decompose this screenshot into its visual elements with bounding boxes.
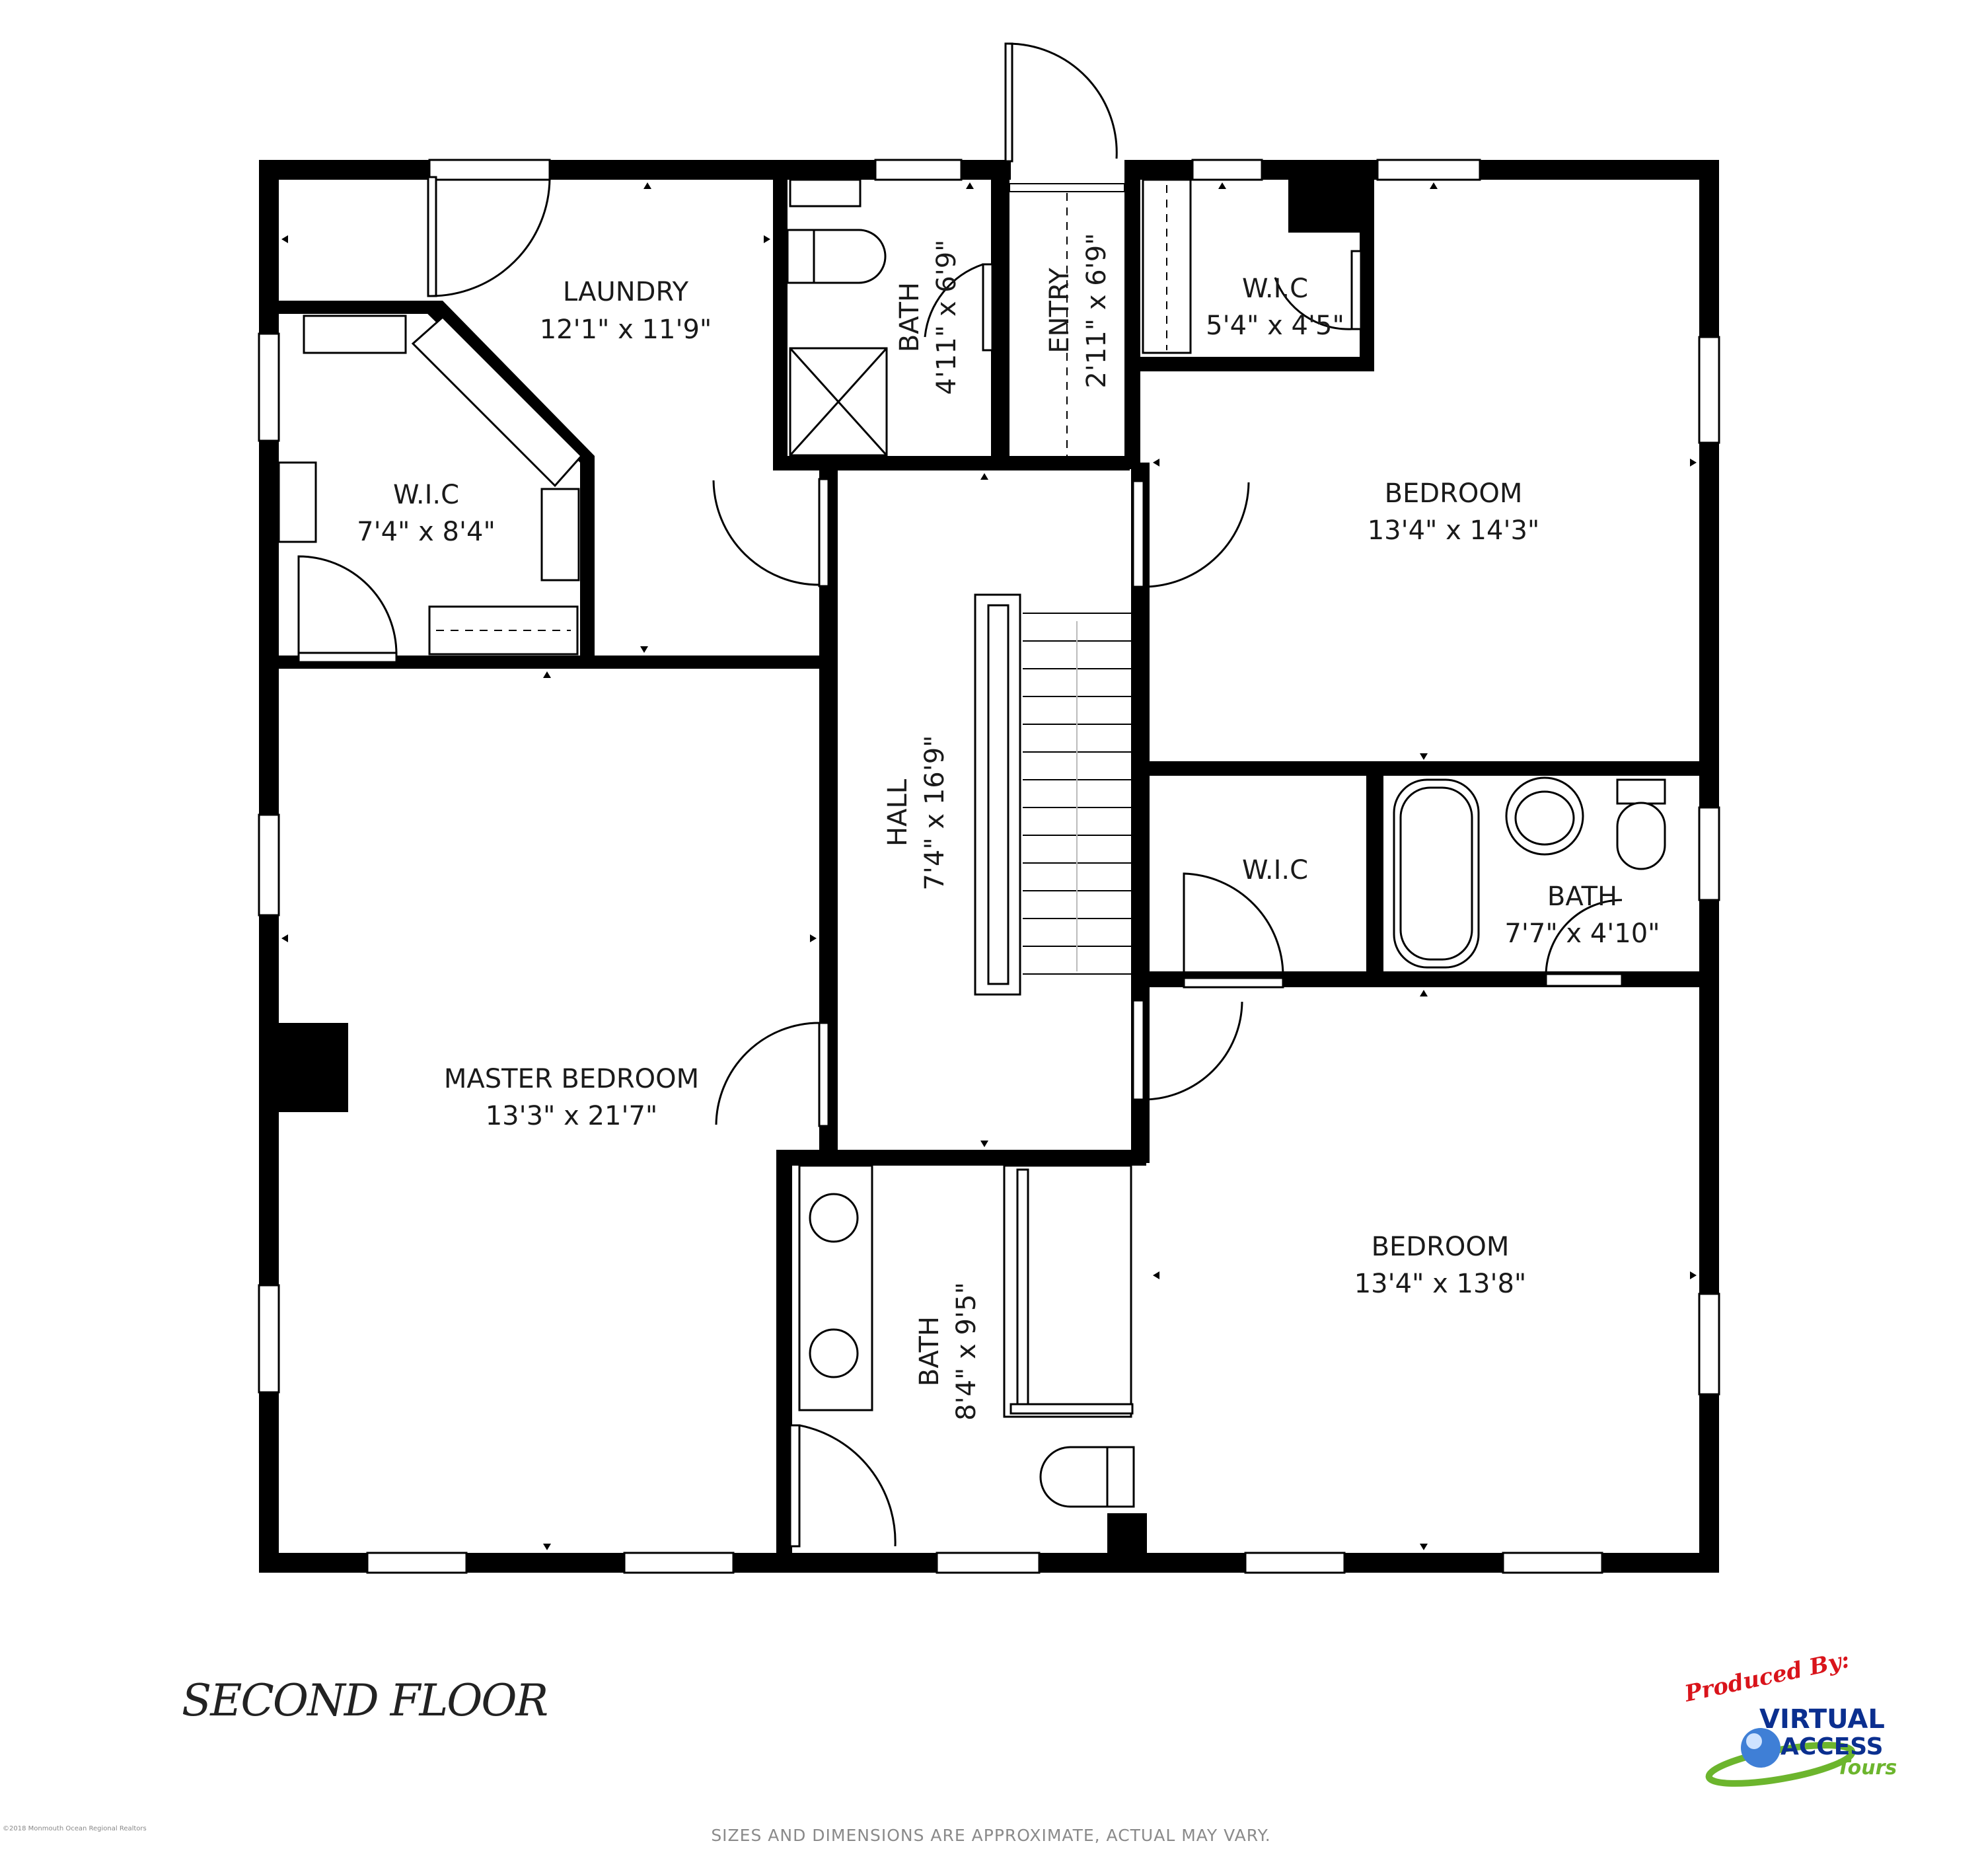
logo-virtual: VIRTUAL — [1759, 1704, 1885, 1735]
bath-mid-name: BATH — [1547, 882, 1617, 912]
room-labels: LAUNDRY 12'1" x 11'9" W.I.C 7'4" x 8'4" … — [357, 233, 1660, 1420]
wic-left-dims: 7'4" x 8'4" — [357, 517, 495, 547]
bedroom-top-dims: 13'4" x 14'3" — [1368, 515, 1540, 546]
fixtures — [277, 178, 1666, 1508]
floor-label: SECOND FLOOR — [182, 1675, 548, 1726]
dimension-ticks — [281, 182, 1697, 1550]
bedroom-bottom-name: BEDROOM — [1372, 1232, 1510, 1262]
bedroom-bottom-dims: 13'4" x 13'8" — [1354, 1269, 1527, 1299]
master-bedroom-name: MASTER BEDROOM — [444, 1064, 699, 1094]
bath-top-dims: 4'11" x 6'9" — [932, 239, 962, 394]
laundry-dims: 12'1" x 11'9" — [540, 315, 712, 345]
copyright: ©2018 Monmouth Ocean Regional Realtors — [3, 1825, 147, 1832]
bath-top-name: BATH — [895, 282, 925, 352]
wic-top-right-dims: 5'4" x 4'5" — [1206, 311, 1344, 341]
bath-bottom-dims: 8'4" x 9'5" — [951, 1282, 982, 1421]
wic-top-right-name: W.I.C — [1242, 274, 1308, 304]
wic-left-name: W.I.C — [393, 480, 459, 510]
doors — [297, 42, 1623, 1548]
stairs — [1023, 613, 1131, 975]
laundry-name: LAUNDRY — [563, 277, 689, 307]
bedroom-top-name: BEDROOM — [1385, 478, 1523, 509]
hall-dims: 7'4" x 16'9" — [920, 735, 950, 890]
logo-tours: Tours — [1837, 1756, 1897, 1780]
disclaimer: SIZES AND DIMENSIONS ARE APPROXIMATE, AC… — [711, 1826, 1271, 1845]
hall-name: HALL — [883, 778, 913, 846]
windows — [258, 159, 1720, 1574]
logo-produced-by: Produced By: — [1682, 1655, 1852, 1707]
logo-access: ACCESS — [1780, 1733, 1884, 1760]
bath-mid-dims: 7'7" x 4'10" — [1504, 919, 1660, 949]
virtual-access-tours-logo: Produced By: VIRTUAL ACCESS Tours — [1682, 1655, 1897, 1787]
wic-mid-name: W.I.C — [1242, 855, 1308, 885]
entry-name: ENTRY — [1045, 268, 1075, 354]
master-bedroom-dims: 13'3" x 21'7" — [486, 1101, 658, 1131]
bath-bottom-name: BATH — [914, 1316, 945, 1386]
entry-dims: 2'11" x 6'9" — [1082, 233, 1112, 388]
